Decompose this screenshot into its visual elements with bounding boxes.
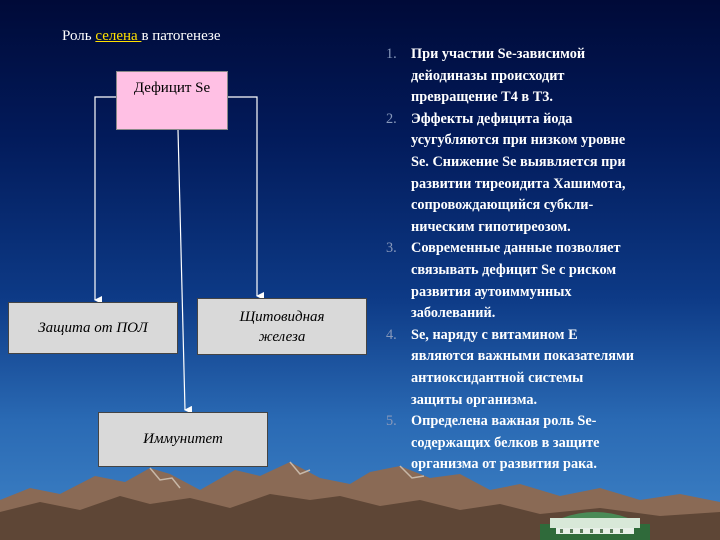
title-text-after: в патогенезе — [141, 28, 221, 44]
building-logo-graphic — [540, 512, 650, 540]
thyroid-box: Щитовидная железа — [197, 298, 367, 355]
list-item: 5. Определена важная роль Se- содержащих … — [386, 411, 716, 476]
title-text-before: Роль — [62, 28, 96, 44]
arrow-to-immunity — [177, 129, 193, 414]
list-item-number: 5. — [386, 413, 397, 430]
arrow-to-pol — [94, 96, 116, 304]
list-item-text: Определена важная роль Se- содержащих бе… — [411, 413, 600, 473]
list-item-number: 2. — [386, 110, 397, 127]
immunity-box: Иммунитет — [98, 412, 268, 467]
list-item-text: При участии Se-зависимой дейодиназы прои… — [411, 46, 586, 106]
list-item-number: 1. — [386, 46, 397, 62]
slide-title: Роль селена в патогенезе — [62, 28, 221, 45]
list-item-number: 4. — [386, 326, 397, 343]
arrow-to-thyroid — [228, 96, 264, 300]
facts-list: 1. При участии Se-зависимой дейодиназы пр… — [386, 44, 716, 476]
list-item-text: Se, наряду с витамином Е являются важным… — [411, 326, 634, 408]
deficit-se-box: Дефицит Se — [116, 71, 228, 130]
pol-protection-box: Защита от ПОЛ — [8, 302, 178, 354]
list-item: 3. Современные данные позволяет связывать… — [386, 238, 716, 324]
list-item: 2. Эффекты дефицита йода усугубляются при… — [386, 109, 716, 239]
list-item-number: 3. — [386, 240, 397, 257]
list-item-text: Современные данные позволяет связывать д… — [411, 240, 621, 322]
title-highlight: селена — [95, 28, 142, 44]
list-item: 1. При участии Se-зависимой дейодиназы пр… — [386, 44, 716, 109]
list-item: 4. Se, наряду с витамином Е являются важн… — [386, 325, 716, 411]
list-item-text: Эффекты дефицита йода усугубляются при н… — [411, 110, 626, 235]
